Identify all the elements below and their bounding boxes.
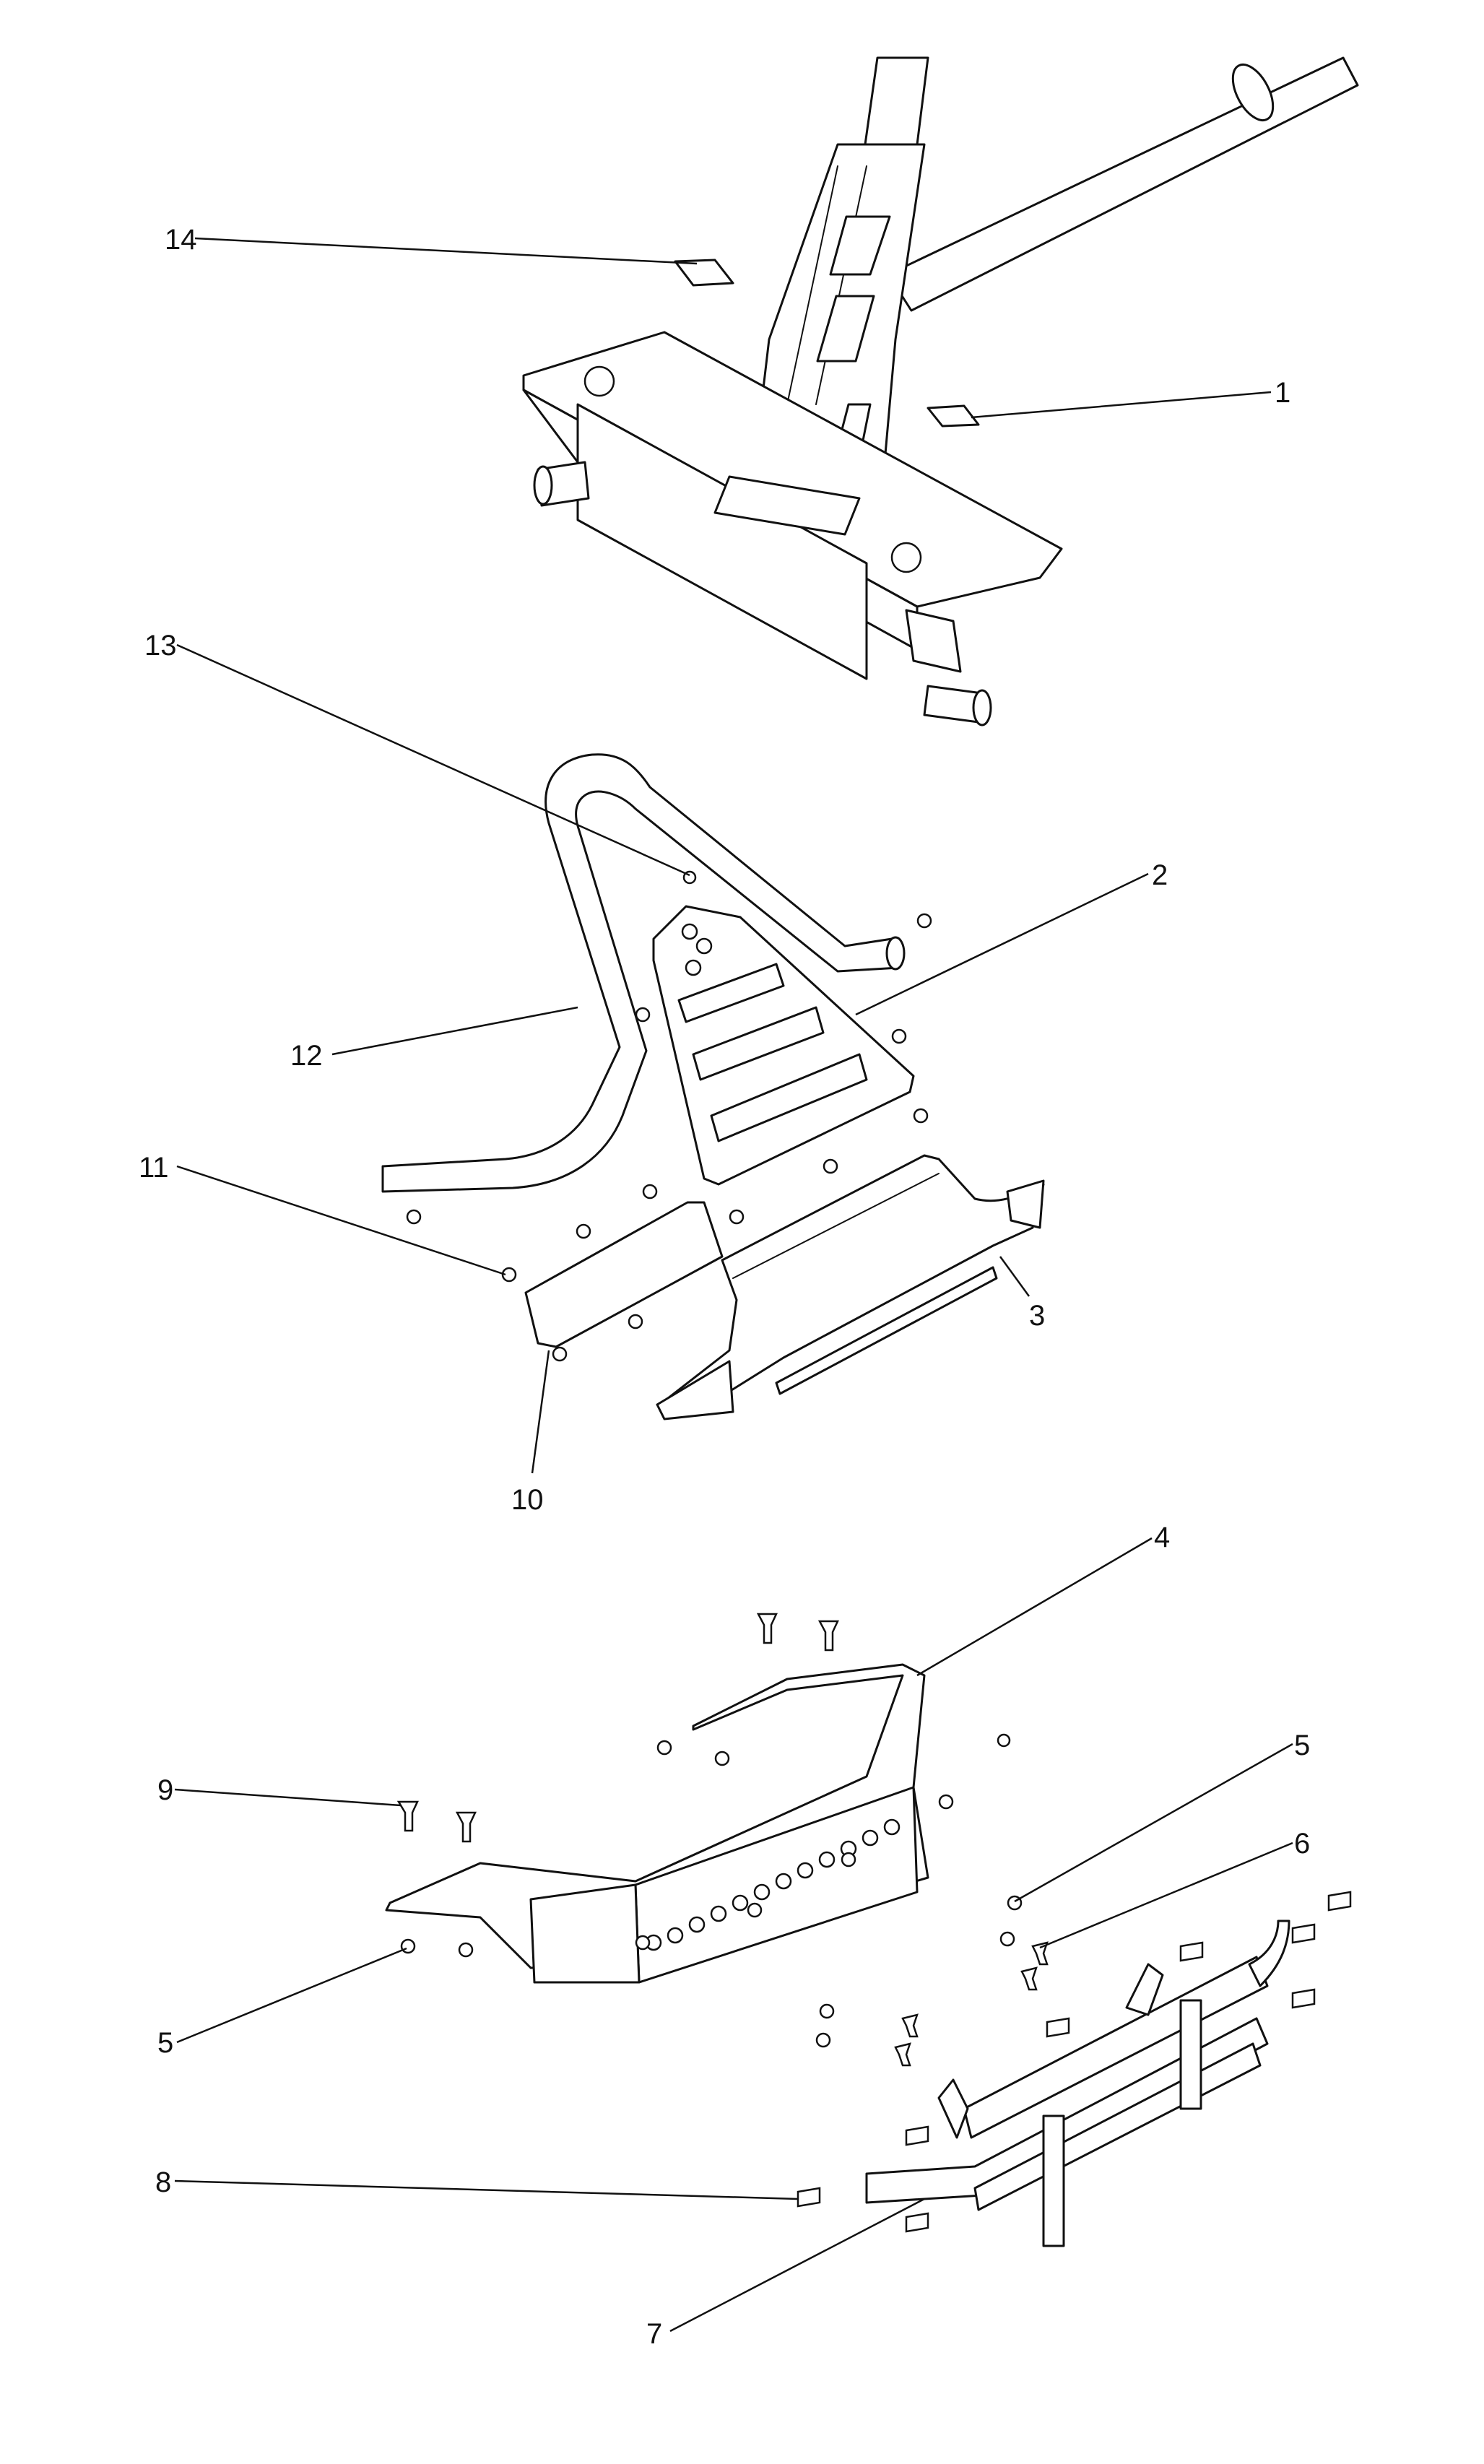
leader-lines (174, 237, 1293, 2333)
callout-10: 10 (511, 1484, 544, 1516)
callout-2: 2 (1152, 859, 1168, 891)
callout-14: 14 (165, 224, 197, 256)
callout-7: 7 (646, 2318, 662, 2350)
side-panel (656, 1154, 1045, 1420)
nut-hardware-bottom (400, 1733, 1023, 2048)
nut-hardware-middle (406, 870, 932, 1362)
decal-1 (927, 404, 980, 428)
callout-6: 6 (1294, 1828, 1310, 1860)
callout-12: 12 (290, 1040, 323, 1072)
callout-3: 3 (1029, 1300, 1045, 1332)
decal-14 (674, 259, 734, 287)
perforated-plate (652, 905, 915, 1186)
callout-5-left: 5 (157, 2027, 173, 2059)
bumper-channel (385, 1663, 929, 1984)
tube-bumper-assembly (865, 1919, 1290, 2247)
callout-5-right: 5 (1294, 1730, 1310, 1761)
callout-8: 8 (155, 2166, 171, 2198)
callout-13: 13 (144, 630, 177, 661)
guard-tube (381, 753, 906, 1193)
callout-11: 11 (139, 1152, 169, 1184)
bolt-hardware (396, 1613, 1049, 2067)
end-caps (797, 1891, 1352, 2233)
callout-4: 4 (1154, 1522, 1170, 1553)
small-plate (524, 1201, 724, 1348)
frame-assembly (522, 56, 1359, 726)
callout-9: 9 (157, 1774, 173, 1806)
callout-1: 1 (1275, 377, 1290, 409)
callout-labels: 14 1 13 2 12 11 3 10 4 5 9 6 5 8 7 (139, 224, 1310, 2350)
